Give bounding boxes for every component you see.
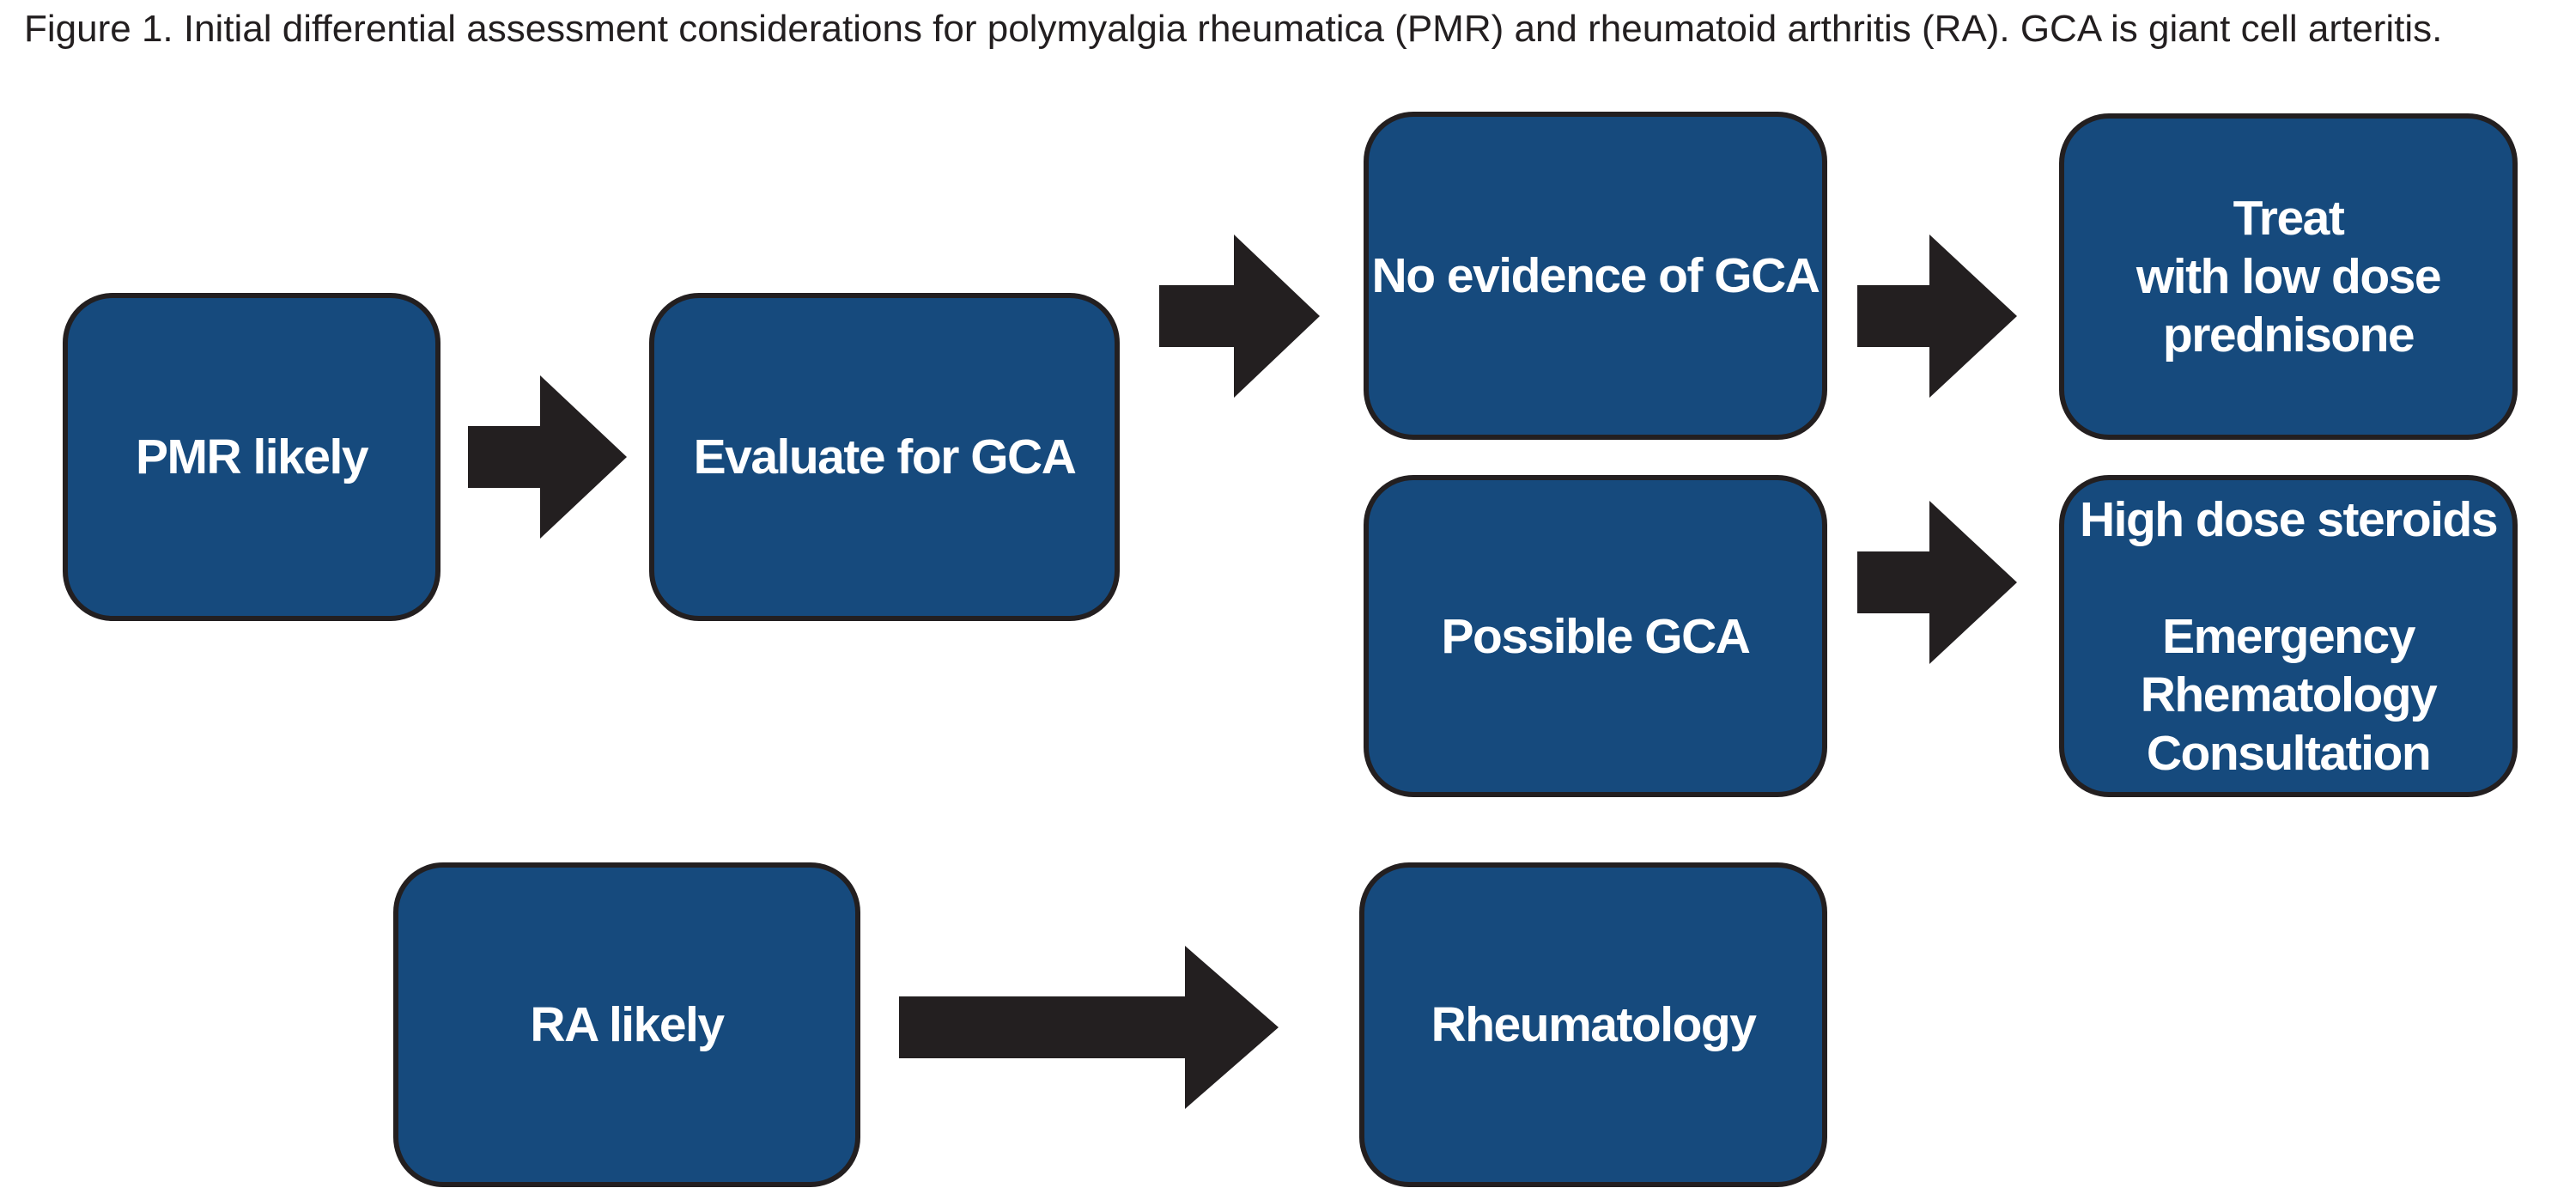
possible-gca-to-high-dose-arrow (1857, 501, 2017, 664)
node-label-line: Consultation (2146, 725, 2432, 781)
node-possible-gca: Possible GCA (1364, 475, 1827, 797)
node-label: PMR likely (135, 429, 369, 484)
node-label: Possible GCA (1441, 608, 1751, 664)
node-rheumatology: Rheumatology (1359, 862, 1827, 1187)
node-label: No evidence of GCA (1371, 248, 1820, 303)
node-label: RA likely (530, 997, 725, 1052)
node-label-line: prednisone (2162, 308, 2415, 362)
node-label-line: with low dose (2136, 249, 2442, 304)
node-label: Rheumatology (1431, 997, 1757, 1052)
ra-to-rheumatology-arrow (899, 946, 1279, 1109)
node-label-line: High dose steroids (2079, 491, 2499, 547)
node-label-line: Rhematology (2140, 667, 2438, 722)
node-label: Evaluate for GCA (693, 429, 1077, 484)
node-ra-likely: RA likely (393, 862, 860, 1187)
no-evidence-to-treat-arrow (1857, 235, 2017, 398)
node-evaluate-for-gca: Evaluate for GCA (649, 293, 1120, 621)
figure-caption: Figure 1. Initial differential assessmen… (24, 8, 2443, 50)
node-no-evidence-of-gca: No evidence of GCA (1364, 112, 1827, 440)
pmr-to-evaluate-arrow (468, 375, 627, 539)
node-high-dose-steroids: High dose steroids Emergency Rhematology… (2059, 475, 2518, 797)
node-label-line: Treat (2233, 191, 2345, 246)
node-pmr-likely: PMR likely (63, 293, 440, 621)
node-label-line: Emergency (2162, 608, 2415, 664)
node-treat-with-low-dose-prednisone: Treat with low dose prednisone (2059, 113, 2518, 440)
evaluate-to-no-evidence-arrow (1159, 235, 1320, 398)
